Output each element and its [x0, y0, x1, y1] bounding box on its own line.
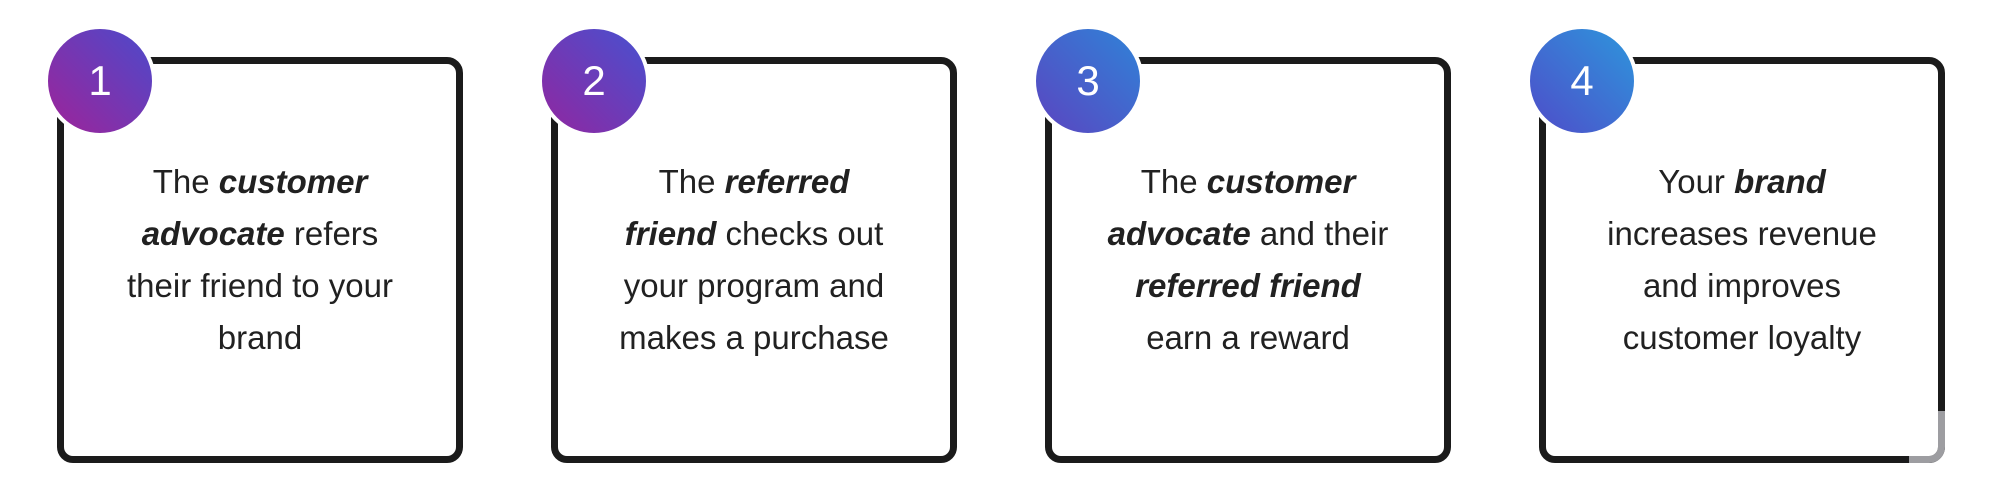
- plain-text: customer loyalty: [1622, 319, 1862, 356]
- corner-watermark: [1909, 411, 1945, 463]
- text-line: brand: [76, 312, 444, 364]
- text-line: earn a reward: [1064, 312, 1432, 364]
- emphasized-text: referred friend: [1135, 267, 1361, 304]
- emphasized-text: friend: [624, 215, 717, 252]
- plain-text: their friend to your: [127, 267, 393, 304]
- step-number: 3: [1076, 57, 1100, 104]
- plain-text: earn a reward: [1146, 319, 1350, 356]
- text-line: makes a purchase: [570, 312, 938, 364]
- step-number-badge: 1: [44, 25, 156, 137]
- plain-text: and their: [1250, 215, 1389, 252]
- step-number-badge: 2: [538, 25, 650, 137]
- plain-text: brand: [217, 319, 303, 356]
- plain-text: checks out: [716, 215, 884, 252]
- text-line: friend checks out: [570, 208, 938, 260]
- step-card: 4 Your brand increases revenue and improve…: [1526, 25, 1945, 463]
- step-description: Your brand increases revenue and improves c…: [1546, 156, 1938, 364]
- step-number: 2: [582, 57, 606, 104]
- plain-text: The: [658, 163, 725, 200]
- step-number: 4: [1570, 57, 1594, 104]
- plain-text: increases revenue: [1607, 215, 1877, 252]
- emphasized-text: customer: [1206, 163, 1356, 200]
- text-line: their friend to your: [76, 260, 444, 312]
- text-line: The customer: [76, 156, 444, 208]
- plain-text: The: [152, 163, 219, 200]
- text-line: The referred: [570, 156, 938, 208]
- text-line: Your brand: [1558, 156, 1926, 208]
- emphasized-text: customer: [218, 163, 368, 200]
- step-number-badge: 3: [1032, 25, 1144, 137]
- text-line: The customer: [1064, 156, 1432, 208]
- emphasized-text: advocate: [1107, 215, 1251, 252]
- plain-text: The: [1140, 163, 1207, 200]
- plain-text: your program and: [623, 267, 885, 304]
- emphasized-text: referred: [724, 163, 850, 200]
- plain-text: refers: [284, 215, 379, 252]
- plain-text: makes a purchase: [619, 319, 889, 356]
- text-line: referred friend: [1064, 260, 1432, 312]
- text-line: and improves: [1558, 260, 1926, 312]
- step-number-badge: 4: [1526, 25, 1638, 137]
- text-line: your program and: [570, 260, 938, 312]
- text-line: advocate and their: [1064, 208, 1432, 260]
- plain-text: Your: [1658, 163, 1735, 200]
- plain-text: and improves: [1642, 267, 1842, 304]
- emphasized-text: brand: [1734, 163, 1826, 200]
- text-line: advocate refers: [76, 208, 444, 260]
- text-line: customer loyalty: [1558, 312, 1926, 364]
- step-number: 1: [88, 57, 112, 104]
- emphasized-text: advocate: [141, 215, 285, 252]
- text-line: increases revenue: [1558, 208, 1926, 260]
